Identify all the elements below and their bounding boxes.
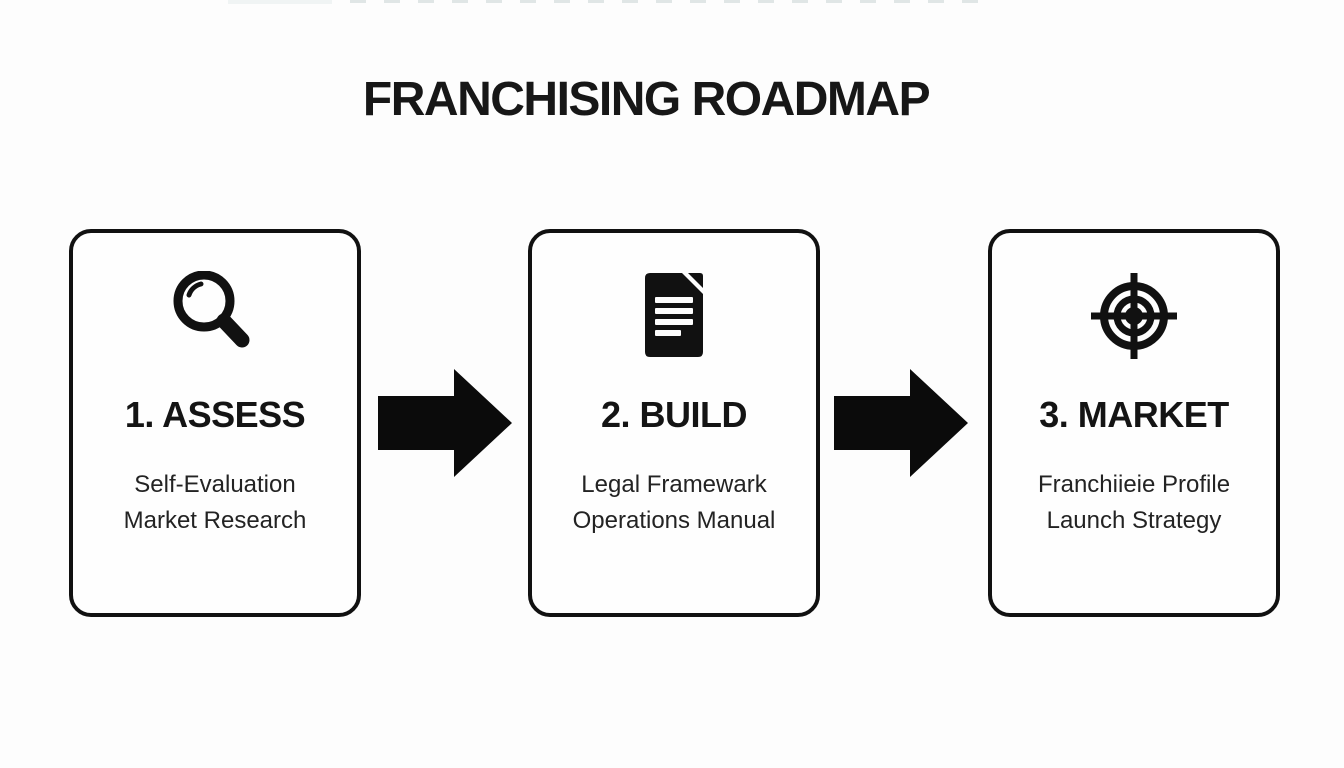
step-detail-line: Self-Evaluation: [134, 471, 296, 498]
step-detail-lines: Franchiieie Profile Launch Strategy: [992, 467, 1276, 539]
magnifier-search-icon: [173, 271, 257, 356]
document-icon: [638, 271, 710, 359]
step-detail-lines: Self-Evaluation Market Research: [73, 467, 357, 539]
step-detail-lines: Legal Framewark Operations Manual: [532, 467, 816, 539]
arrow-right-icon: [378, 369, 512, 477]
step-detail-line: Legal Framewark: [581, 471, 767, 498]
step-detail-line: Operations Manual: [572, 507, 776, 534]
top-edge-artifact-dashes: [350, 0, 980, 3]
step-heading: 2. BUILD: [600, 394, 748, 435]
step-detail-line: Market Research: [123, 507, 307, 534]
target-icon: [1089, 271, 1179, 361]
step-card-market: 3. MARKET Franchiieie Profile Launch Str…: [988, 229, 1280, 617]
step-heading: 1. ASSESS: [124, 394, 306, 435]
step-detail-line: Franchiieie Profile: [1037, 471, 1231, 498]
page-title: FRANCHISING ROADMAP: [362, 73, 931, 126]
step-heading: 3. MARKET: [1039, 394, 1229, 435]
step-card-build: 2. BUILD Legal Framewark Operations Manu…: [528, 229, 820, 617]
step-card-assess: 1. ASSESS Self-Evaluation Market Researc…: [69, 229, 361, 617]
step-detail-line: Launch Strategy: [1046, 507, 1222, 534]
top-edge-artifact: [228, 0, 332, 4]
arrow-right-icon: [834, 369, 968, 477]
